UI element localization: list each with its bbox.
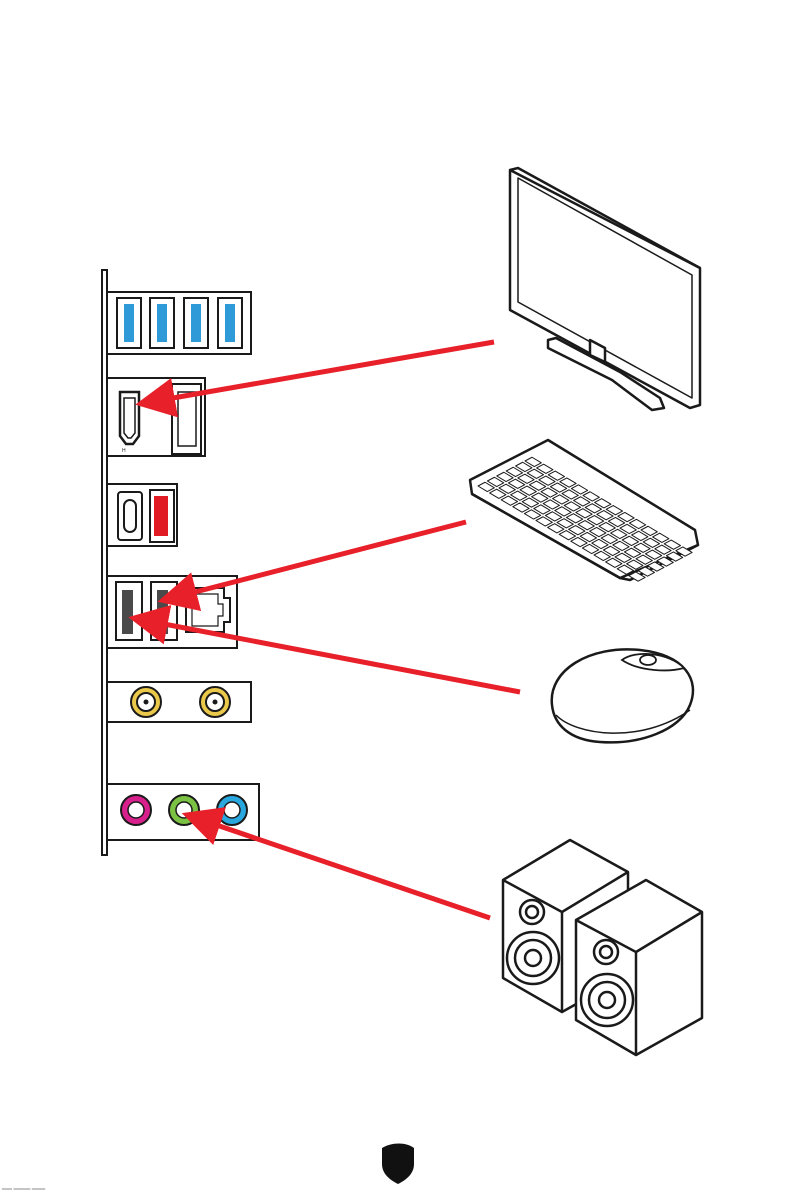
usb-a-red-port [150,490,174,542]
wifi-antenna-connector [131,687,161,717]
antenna-group [107,682,251,722]
monitor-icon [510,168,700,410]
arrow-speakers-to-audio [196,818,490,918]
footer-text: ‗‗‗ ‗‗‗‗‗ ‗‗‗‗ [2,1184,45,1190]
video-port-group: H [107,378,205,456]
usb-a-port-group [107,292,251,354]
bracket-edge [102,270,107,855]
keyboard-icon [470,440,698,581]
wifi-antenna-connector [200,687,230,717]
audio-jack-blue [217,795,247,825]
speakers-icon [503,840,702,1055]
brand-shield-icon [382,1144,414,1185]
svg-text:H: H [122,448,126,454]
usb-a-port [150,298,174,348]
audio-jack-green [169,795,199,825]
audio-jack-pink [121,795,151,825]
mouse-icon [552,649,693,742]
usb-a-black-port [151,582,177,640]
io-panel: H [102,270,259,855]
usb-a-port [117,298,141,348]
usb-c-port [118,492,142,540]
usb-a-black-port [116,582,142,640]
usb-a-port [218,298,242,348]
arrow-keyboard-to-usb [172,522,466,598]
usb-a-port [184,298,208,348]
usb-c-group [107,484,177,546]
